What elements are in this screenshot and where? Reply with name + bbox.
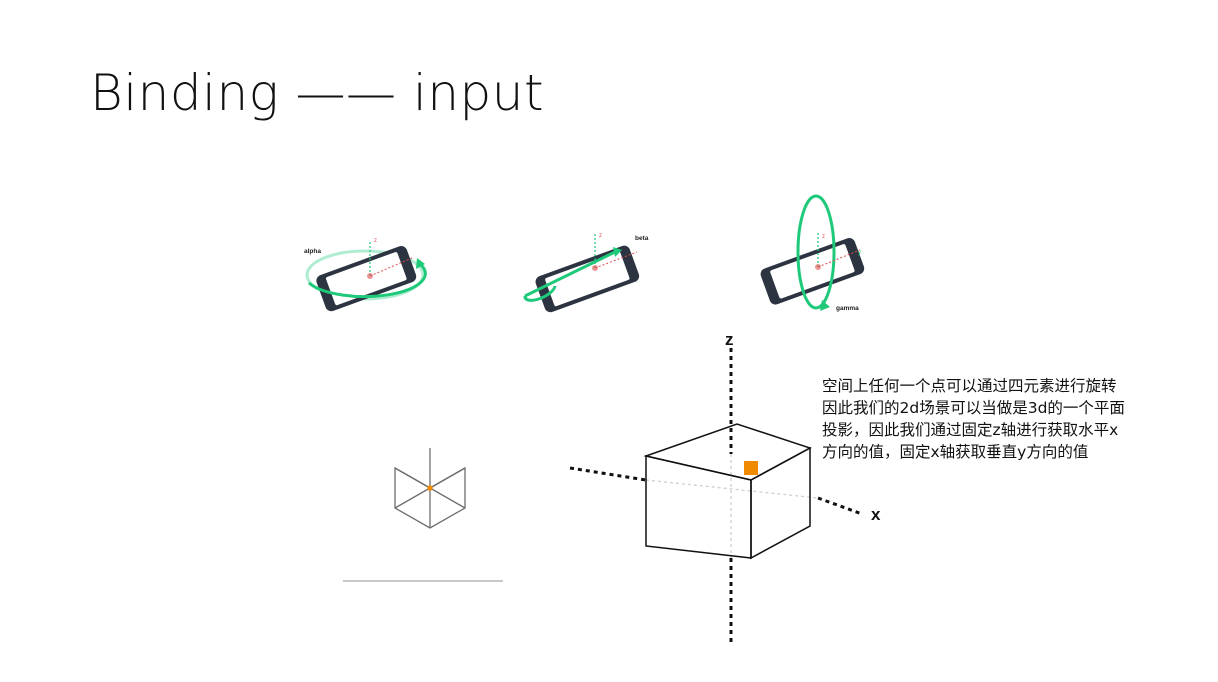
phone-beta-icon: z beta xyxy=(523,233,649,313)
slide-title: Binding —— input xyxy=(90,64,545,122)
svg-text:z: z xyxy=(822,234,825,240)
svg-text:z: z xyxy=(374,238,377,244)
phone-alpha-figure: z alpha xyxy=(304,238,427,312)
phone-gamma-icon: z y gamma xyxy=(760,194,865,312)
x-axis-left xyxy=(569,466,647,482)
cube-axis-diagram: z x xyxy=(569,330,881,646)
cube xyxy=(643,423,812,560)
z-axis-label: z xyxy=(725,330,734,349)
hidden-edges xyxy=(645,454,819,558)
note-line-4: 方向的值，固定x轴获取垂直y方向的值 xyxy=(822,443,1089,461)
phone-beta-figure: z beta xyxy=(523,233,649,313)
x-axis-label: x xyxy=(871,505,881,524)
point-marker xyxy=(744,461,758,475)
note-line-1: 空间上任何一个点可以通过四元素进行旋转 xyxy=(822,377,1117,395)
explanation-note: 空间上任何一个点可以通过四元素进行旋转 因此我们的2d场景可以当做是3d的一个平… xyxy=(822,375,1216,463)
hexagon-projection xyxy=(394,448,466,529)
svg-text:z: z xyxy=(599,233,602,239)
center-marker xyxy=(427,485,433,491)
phone-beta-label: beta xyxy=(635,235,649,242)
note-line-3: 投影，因此我们通过固定z轴进行获取水平x xyxy=(822,421,1119,439)
svg-text:y: y xyxy=(858,250,861,256)
note-line-2: 因此我们的2d场景可以当做是3d的一个平面 xyxy=(822,399,1125,417)
phone-alpha-icon: z alpha xyxy=(304,238,427,312)
phone-alpha-label: alpha xyxy=(304,248,321,255)
phone-gamma-figure: z y gamma xyxy=(760,194,865,312)
x-axis-right xyxy=(817,496,863,516)
hexagon-projection-panel xyxy=(343,448,503,582)
phone-gamma-label: gamma xyxy=(836,305,859,312)
